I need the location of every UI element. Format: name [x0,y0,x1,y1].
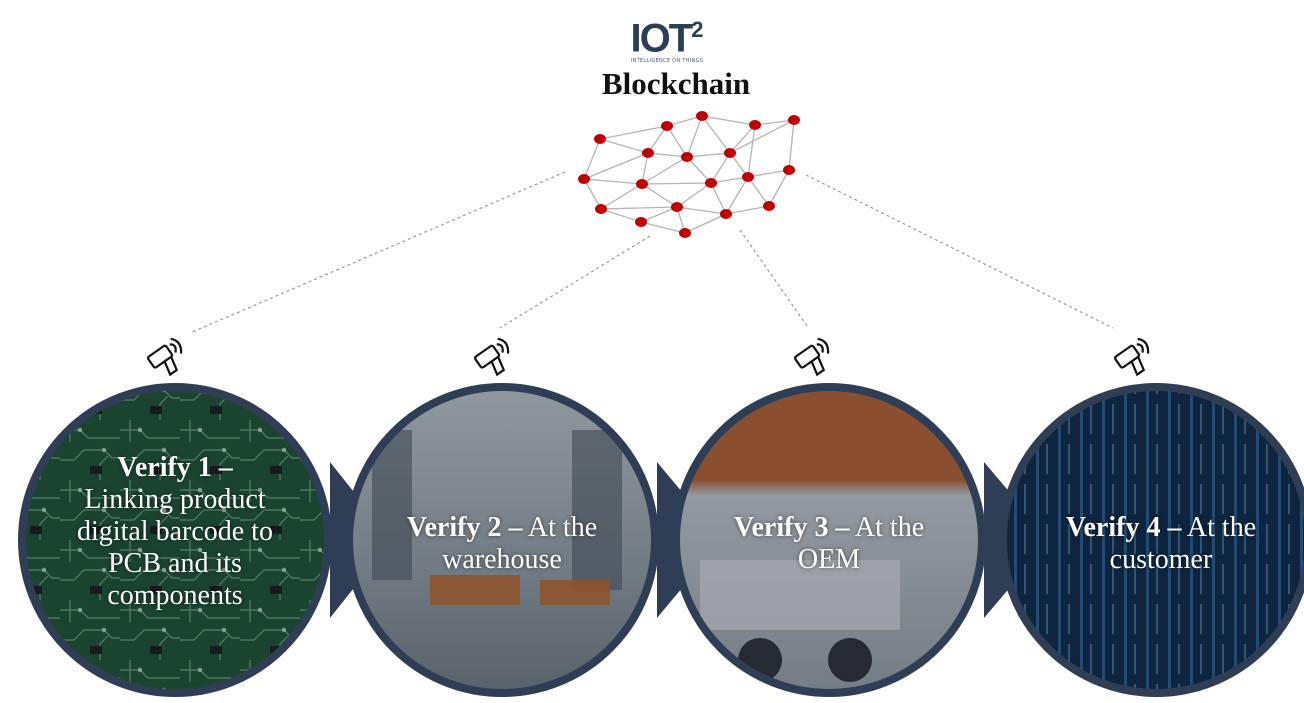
network-edge [684,213,727,234]
network-edge [599,138,649,154]
network-edge [725,205,770,215]
network-node [595,204,607,214]
iot2-logo: IOT2 INTELLIGENCE ON THINGS [612,8,722,66]
step-label-2: Verify 2 – At the warehouse [406,512,598,575]
network-edge [583,178,643,185]
network-node [783,165,795,175]
barcode-scanner-icon [473,337,510,377]
step-label-1: Verify 1 –Linking product digital barcod… [77,452,273,611]
connector-line [739,229,808,327]
network-edge [599,125,668,140]
connector-lines [189,171,1114,334]
network-edge [701,115,731,154]
network-edge [686,115,703,158]
network-edge [600,208,642,223]
network-edge [647,152,688,158]
network-node [696,111,708,121]
barcode-scanner-icon [1113,337,1150,377]
network-node [720,209,732,219]
network-edge [640,206,678,223]
network-edge [729,124,756,154]
step-circle-4 [999,383,1304,697]
network-edge [600,206,678,210]
network-edge [641,152,649,185]
step-label-4: Verify 4 – At the customer [1065,512,1257,575]
network-edge [710,176,749,184]
network-edge [747,124,756,178]
scanner-icons [146,337,1150,377]
connector-line [805,174,1114,329]
barcode-scanner-icon [146,337,183,377]
logo-tagline: INTELLIGENCE ON THINGS [630,58,704,65]
network-node [578,174,590,184]
step-circle-1 [18,383,332,697]
network-node [661,121,673,131]
network-node [594,134,606,144]
barcode-scanner-icon [793,337,830,377]
network-edge [583,152,649,180]
step-label-3: Verify 3 – At the OEM [733,512,925,575]
connector-line [189,171,566,334]
network-node [724,148,736,158]
network-edge [666,125,688,158]
network-edge [641,156,688,185]
network-edge [768,169,790,207]
page-title: Blockchain [601,66,751,101]
connector-line [499,235,651,329]
step-circle-2 [345,383,659,697]
network-edge [788,119,795,171]
network-edge [676,182,712,208]
network-node [636,179,648,189]
network-edge [747,176,770,207]
network-node [742,172,754,182]
network-edge [710,182,727,215]
network-node [679,228,691,238]
logo-mark: IOT2 [630,16,704,61]
network-edge [666,115,703,127]
network-edge [686,152,731,158]
network-edge [647,125,668,154]
network-edge [676,206,727,215]
network-edge [641,183,678,208]
network-edge [729,119,795,154]
network-edge [600,183,643,210]
network-node [763,201,775,211]
network-edge [747,169,790,178]
network-edge [725,176,749,215]
network-edge [701,115,756,126]
network-edge [754,119,795,126]
network-node [749,120,761,130]
network-edge [583,138,601,180]
network-node [705,178,717,188]
network-node [671,202,683,212]
network-edge [583,178,602,210]
network-edge [710,152,731,184]
network-edge [640,221,686,234]
network-node [681,152,693,162]
network-node [635,217,647,227]
network-edge [641,182,712,185]
blockchain-network [578,111,800,238]
network-edge [686,156,712,184]
network-node [788,115,800,125]
step-circle-3 [672,383,986,697]
network-node [642,148,654,158]
